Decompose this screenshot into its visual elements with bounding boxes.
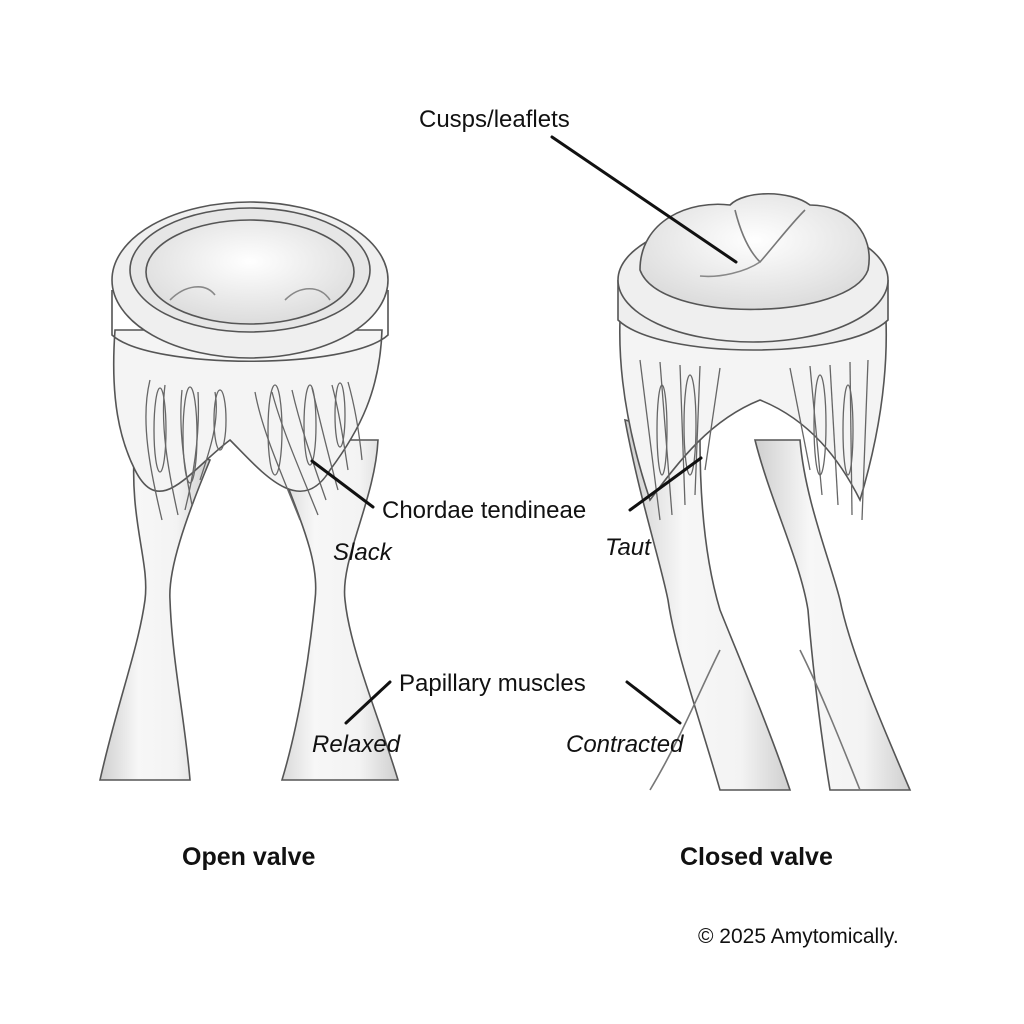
open-valve-caption: Open valve	[182, 843, 316, 871]
cusps-leader-line	[550, 135, 738, 264]
contracted-label: Contracted	[566, 731, 684, 758]
chordae-label: Chordae tendineae	[382, 497, 587, 524]
open-valve-drawing	[98, 201, 400, 781]
closed-valve-body	[618, 319, 888, 503]
cusps-label: Cusps/leaflets	[419, 106, 570, 133]
closed-valve-cusps	[639, 192, 870, 311]
closed-valve-drawing	[617, 192, 912, 791]
taut-label: Taut	[605, 534, 651, 561]
relaxed-label: Relaxed	[312, 731, 401, 758]
chordae-left-leader-line	[310, 459, 375, 509]
closed-chordae-strands	[639, 359, 869, 521]
open-chordae-strands	[145, 379, 363, 521]
closed-valve-caption: Closed valve	[680, 843, 833, 871]
papillary-left-leader-line	[344, 680, 392, 725]
closed-right-papillary-muscle	[753, 439, 912, 791]
closed-left-papillary-muscle	[623, 418, 792, 791]
open-left-papillary-muscle	[98, 438, 212, 781]
open-right-papillary-muscle	[268, 439, 400, 781]
chordae-right-leader-line	[628, 456, 703, 512]
open-valve-orifice	[145, 219, 355, 325]
leader-lines	[310, 135, 738, 725]
papillary-right-leader-line	[625, 680, 682, 725]
copyright-notice: © 2025 Amytomically.	[698, 925, 899, 948]
papillary-label: Papillary muscles	[399, 670, 586, 697]
slack-label: Slack	[333, 539, 392, 566]
